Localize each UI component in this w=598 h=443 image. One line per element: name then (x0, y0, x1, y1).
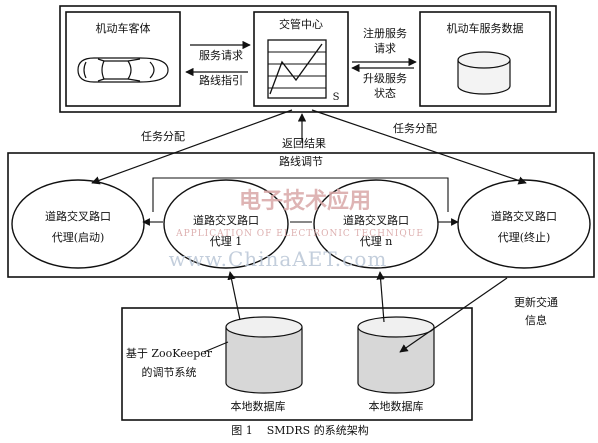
register-label-1: 注册服务 (363, 26, 407, 40)
register-label-2: 请求 (374, 42, 396, 55)
database-icon (225, 316, 303, 394)
upgrade-label-2: 状态 (374, 86, 396, 100)
vehicle-client-label: 机动车客体 (96, 21, 151, 35)
agent-end-line1: 道路交叉路口 (491, 209, 557, 223)
agent-1-line2: 代理 1 (210, 235, 243, 248)
watermark-subtitle: APPLICATION OF ELECTRONIC TECHNIQUE (175, 229, 424, 239)
agent-1: 道路交叉路口 代理 1 (163, 179, 289, 269)
middle-panel (7, 152, 595, 278)
arrow-task-left (91, 109, 293, 185)
route-adjust-label: 路线调节 (279, 154, 323, 168)
agent-start-line2: 代理(启动) (52, 231, 105, 244)
update-traffic-label-1: 更新交通 (514, 295, 558, 309)
database-icon (457, 51, 511, 95)
agent-n-line2: 代理 n (360, 235, 393, 248)
zookeeper-label-1: 基于 ZooKeeper (126, 347, 213, 360)
local-db-right: 本地数据库 (357, 316, 435, 413)
bottom-panel (121, 307, 473, 421)
agent-end: 道路交叉路口 代理(终止) (457, 179, 591, 269)
upgrade-label-1: 升级服务 (363, 72, 407, 85)
top-panel (59, 5, 557, 113)
database-icon (357, 316, 435, 394)
task-left-label: 任务分配 (141, 130, 185, 143)
agent-end-line2: 代理(终止) (498, 230, 551, 244)
watermark: 电子技术应用 APPLICATION OF ELECTRONIC TECHNIQ… (169, 188, 424, 271)
agent-start-line1: 道路交叉路口 (45, 209, 111, 223)
arrow-update-traffic (399, 277, 508, 353)
return-result-label: 返回结果 (282, 137, 326, 150)
car-icon (77, 57, 169, 83)
arrow-db-to-agent1 (227, 271, 241, 321)
local-db-left: 本地数据库 (225, 316, 303, 413)
traffic-center-box: 交管中心 S (253, 11, 349, 107)
zookeeper-label-2: 的调节系统 (142, 365, 197, 379)
agent-n-line1: 道路交叉路口 (343, 213, 409, 227)
route-adjust-loop (152, 177, 449, 212)
route-guide-label: 路线指引 (199, 73, 243, 87)
local-db-right-label: 本地数据库 (369, 399, 424, 413)
vehicle-client-box: 机动车客体 (65, 11, 181, 107)
agent-1-line1: 道路交叉路口 (193, 213, 259, 227)
service-request-label: 服务请求 (199, 49, 243, 62)
watermark-title: 电子技术应用 (239, 188, 371, 214)
traffic-center-label: 交管中心 (279, 17, 323, 31)
agent-start: 道路交叉路口 代理(启动) (11, 179, 145, 269)
arrow-task-right (311, 109, 527, 185)
update-traffic-label-2: 信息 (525, 313, 547, 327)
agent-n: 道路交叉路口 代理 n (313, 179, 439, 269)
task-right-label: 任务分配 (393, 122, 437, 135)
s-label: S (333, 92, 340, 103)
service-data-box: 机动车服务数据 (419, 11, 551, 107)
figure-caption: 图 1 SMDRS 的系统架构 (231, 423, 368, 437)
service-data-label: 机动车服务数据 (447, 21, 524, 35)
watermark-url: www.ChinaAET.com (169, 247, 388, 271)
arrow-db-to-agentn (376, 271, 385, 323)
local-db-left-label: 本地数据库 (231, 399, 286, 413)
zookeeper-pointer (203, 341, 229, 353)
server-grid-icon (267, 39, 327, 99)
